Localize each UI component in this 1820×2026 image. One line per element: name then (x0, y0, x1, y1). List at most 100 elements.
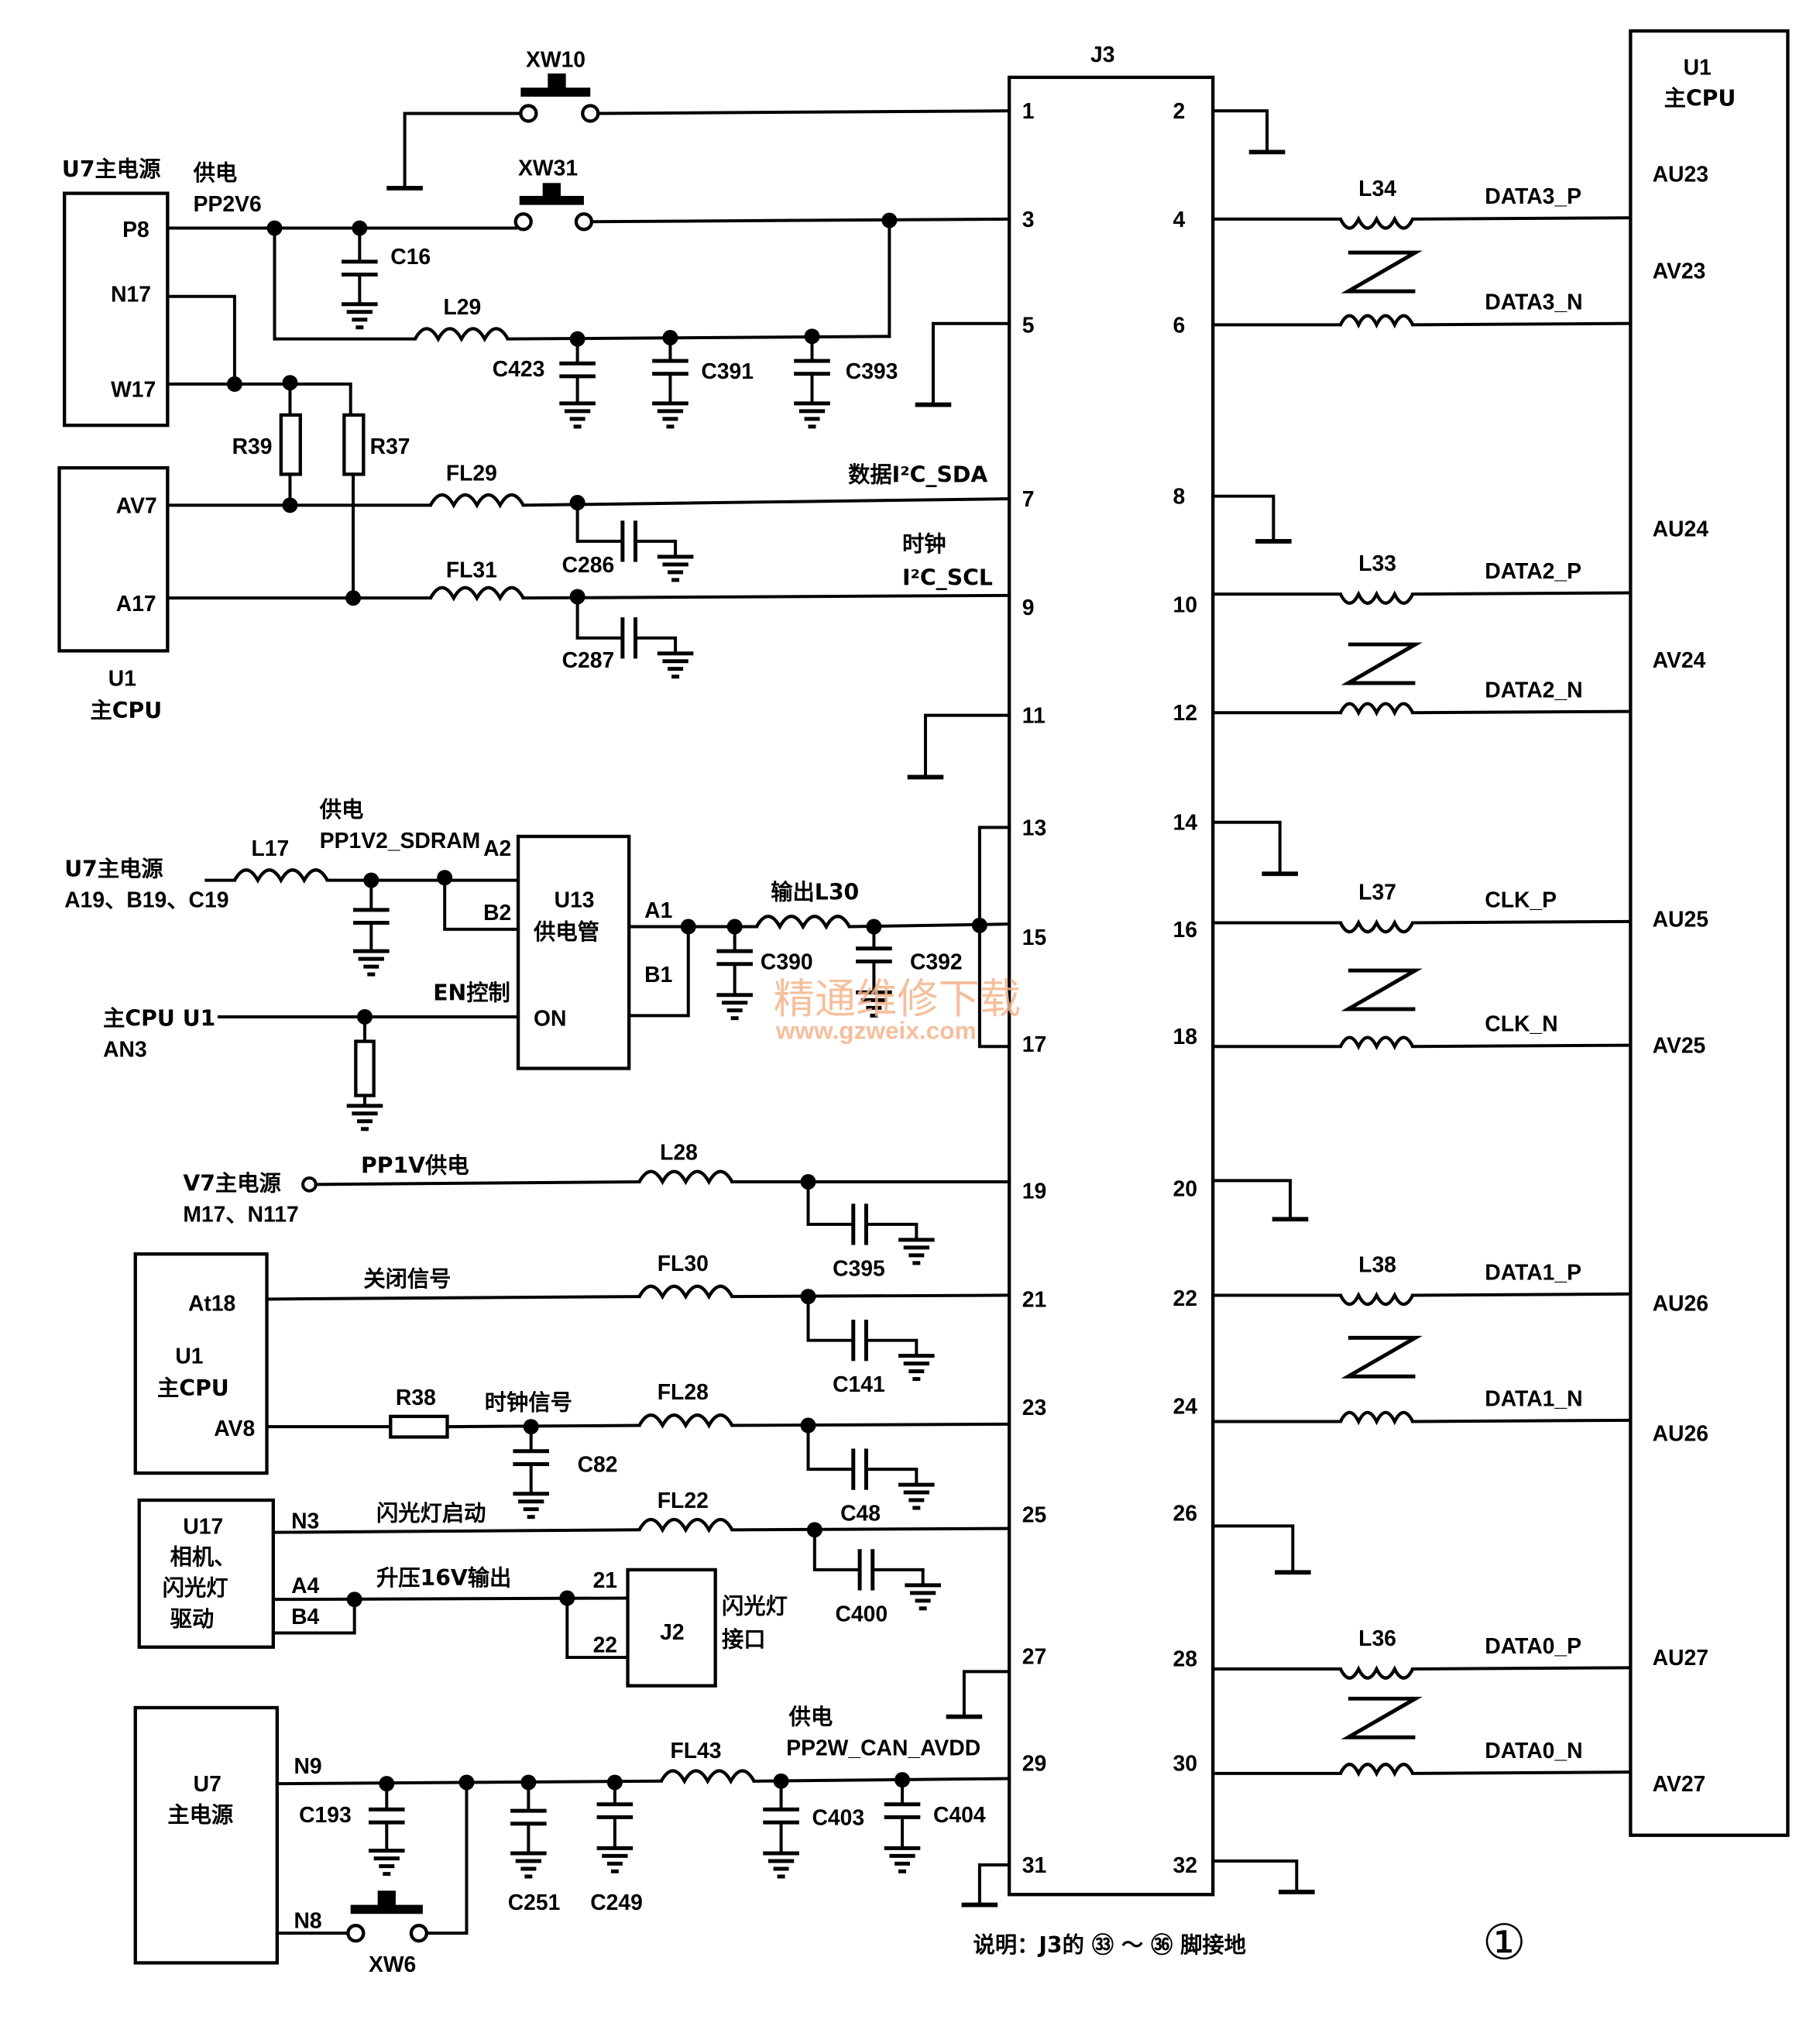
j3-pin-24: 24 (1173, 1394, 1198, 1419)
trace-n-cpu (1411, 709, 1633, 715)
net-n-label: DATA2_N (1485, 677, 1582, 702)
u13-pin-b1: B1 (644, 962, 672, 987)
coil-n (1341, 316, 1413, 325)
inductor-l17-label: L17 (252, 836, 290, 860)
cpu-lower-name: 主CPU (157, 1375, 229, 1401)
supply-label: 供电 (193, 160, 238, 186)
cpu-lower-section: At18 U1 主CPU AV8 关闭信号 FL30 C141 R38 时钟信号… (133, 1251, 1011, 1526)
coil-n (1341, 1038, 1413, 1047)
net-p-label: DATA0_P (1485, 1633, 1581, 1658)
j3-pin-2: 2 (1173, 98, 1186, 123)
cpu-pin-au25: AU25 (1653, 907, 1708, 932)
j2-ref: J2 (660, 1619, 684, 1644)
cap-c395-label: C395 (833, 1255, 885, 1280)
j3-pin-17: 17 (1022, 1032, 1046, 1056)
j3-pin-13: 13 (1022, 815, 1046, 840)
watermark-cn: 精通维修下载 (774, 975, 1022, 1023)
u7-pin-p8: P8 (122, 217, 149, 242)
j3-pin-20: 20 (1173, 1176, 1197, 1200)
switch-xw10-label: XW10 (526, 47, 585, 72)
j3-pin-30: 30 (1173, 1751, 1197, 1776)
j3-pin-19: 19 (1022, 1179, 1046, 1204)
coil-p (1341, 219, 1413, 228)
net-p-label: DATA1_P (1485, 1259, 1581, 1284)
u17-name-2: 闪光灯 (163, 1575, 228, 1601)
trace-n-cpu (1411, 321, 1633, 327)
net-n-label: DATA1_N (1485, 1386, 1582, 1411)
j3-pin-15: 15 (1022, 925, 1046, 949)
u7-bottom-name: 主电源 (167, 1802, 233, 1828)
trace-n-cpu (1411, 1043, 1633, 1049)
watermark-url: www.gzweix.com (775, 1016, 977, 1044)
inductor-l29-label: L29 (444, 294, 482, 319)
u1-pin-a17: A17 (116, 591, 156, 616)
common-mode-choke-symbol (1348, 1698, 1416, 1737)
trace-p-cpu (1411, 216, 1633, 221)
j3-pin-18: 18 (1173, 1024, 1197, 1049)
trace-p-cpu (1411, 919, 1633, 925)
inductor-label: L34 (1358, 176, 1396, 201)
u7-title: U7主电源 (62, 156, 161, 182)
trace-p-cpu (1411, 1666, 1633, 1671)
net-p-label: DATA2_P (1485, 558, 1581, 583)
u7-pin-n8: N8 (294, 1908, 321, 1933)
common-mode-choke-symbol (1348, 970, 1416, 1009)
sdram-source-pins: A19、B19、C19 (64, 888, 228, 912)
j2-name-2: 接口 (722, 1627, 766, 1653)
filter-fl22-label: FL22 (658, 1488, 709, 1513)
cpu-u1-right: U1 主CPU AU23AV23AU24AV24AU25AV25AU26AU26… (1629, 29, 1790, 1837)
coil-p (1341, 594, 1413, 603)
u17-name-3: 驱动 (170, 1606, 215, 1632)
u1-ref-left: U1 (108, 665, 136, 690)
pp1v-net: PP1V供电 (361, 1152, 469, 1178)
u17-pin-b4: B4 (291, 1604, 319, 1629)
resistor-r37-label: R37 (370, 434, 410, 458)
j3-pin-3: 3 (1022, 207, 1035, 232)
u17-ref: U17 (183, 1513, 223, 1538)
cap-c141-label: C141 (833, 1372, 885, 1396)
coil-n (1341, 1764, 1413, 1774)
trace-p-cpu (1411, 591, 1633, 596)
cap-c16-label: C16 (390, 244, 431, 269)
en-control-label: EN控制 (433, 980, 510, 1005)
j2-pin-22: 22 (593, 1632, 617, 1657)
pp1v-section: V7主电源 M17、N117 PP1V供电 L28 C395 (183, 1140, 1011, 1280)
sdram-supply-net: PP1V2_SDRAM (320, 828, 480, 853)
j3-pin-8: 8 (1173, 484, 1186, 509)
coil-n (1341, 704, 1413, 713)
u13-pin-a1: A1 (644, 898, 672, 922)
common-mode-choke-symbol (1348, 1338, 1416, 1376)
switch-xw6-label: XW6 (369, 1952, 416, 1976)
cap-c286-label: C286 (562, 552, 615, 577)
j3-pin-21: 21 (1022, 1286, 1046, 1311)
cpu-pin-au24: AU24 (1653, 516, 1709, 541)
output-l30-label: 输出L30 (771, 880, 859, 905)
cpu-src-label: 主CPU U1 (103, 1006, 215, 1032)
cap-c404-label: C404 (933, 1802, 986, 1827)
j3-right-ground-stubs (1211, 109, 1314, 1892)
j3-ref: J3 (1090, 42, 1114, 67)
j3-pin-6: 6 (1173, 312, 1186, 337)
filter-fl31-label: FL31 (446, 558, 497, 582)
u7-pin-w17: W17 (111, 377, 156, 402)
cap-c400-label: C400 (835, 1601, 888, 1626)
bottom-power-section: U7 主电源 N9 N8 C193 C251 C249 XW6 FL43 供电 … (133, 1705, 1011, 1976)
inductor-l28-label: L28 (660, 1140, 698, 1165)
u13-pin-a2: A2 (483, 836, 511, 860)
cpu-pin-av27: AV27 (1653, 1771, 1706, 1796)
u17-pin-n3: N3 (291, 1509, 319, 1533)
common-mode-choke-symbol (1348, 644, 1416, 683)
close-signal-label: 关闭信号 (363, 1266, 451, 1292)
flash-start-label: 闪光灯启动 (376, 1501, 486, 1526)
inductor-label: L37 (1358, 880, 1396, 905)
u13-name: 供电管 (533, 919, 599, 945)
net-n-label: CLK_N (1485, 1011, 1557, 1035)
cap-c251-label: C251 (508, 1890, 561, 1914)
j3-pin-9: 9 (1022, 595, 1035, 620)
